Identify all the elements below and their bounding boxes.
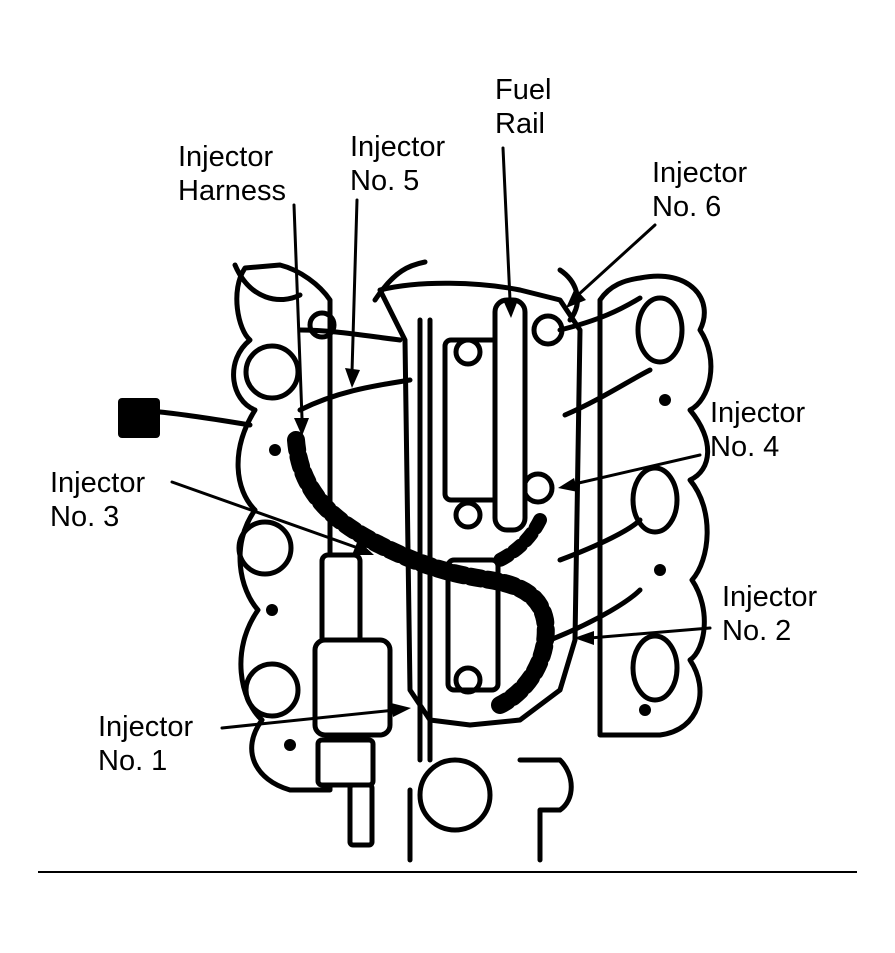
port-2 [236,519,294,577]
bolt [269,444,281,456]
bolt [266,604,278,616]
bolt [639,704,651,716]
fuel-rail [492,297,528,533]
port-6 [630,633,680,703]
harness-connector [118,398,160,438]
port-3 [243,661,301,719]
port-4 [635,295,685,365]
bolt [654,564,666,576]
right-manifold-flange [597,273,714,738]
bolt [659,394,671,406]
left-manifold-flange [231,262,333,793]
port-1 [243,343,301,401]
bolt [284,739,296,751]
port-5 [630,465,680,535]
bottom-rule [38,871,857,873]
injector-harness [287,431,555,714]
